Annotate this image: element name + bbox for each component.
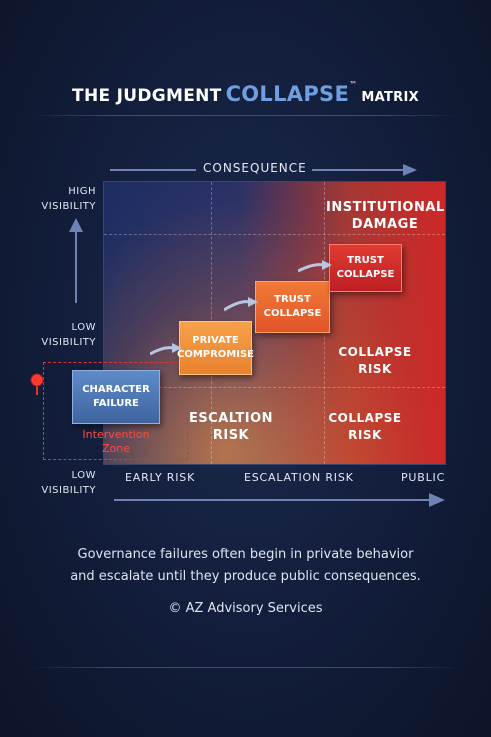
region-institutional-damage-line2: DAMAGE (351, 217, 419, 232)
stage-trust-collapse-2: TRUST COLLAPSE (329, 244, 402, 292)
progression-arrow-icon (150, 343, 182, 356)
x-label-public: PUBLIC (401, 471, 446, 484)
consequence-arrow-head-icon (403, 164, 417, 176)
copyright-notice: © AZ Advisory Services (168, 601, 323, 616)
stage-character-failure-line2: FAILURE (93, 398, 139, 409)
title-part-3: MATRIX (361, 90, 419, 105)
region-collapse-risk-mid-line2: RISK (358, 362, 392, 376)
region-collapse-risk-bottom-line2: RISK (348, 428, 382, 442)
y-label-low-line2: VISIBILITY (41, 485, 96, 496)
stage-character-failure: CHARACTER FAILURE (72, 370, 160, 424)
progression-arrow-icon (298, 260, 332, 273)
stage-trust-collapse-1-line2: COLLAPSE (263, 308, 322, 319)
x-label-escalation-risk: ESCALATION RISK (244, 471, 354, 484)
region-institutional-damage: INSTITUTIONAL DAMAGE (326, 199, 444, 233)
y-label-high-line2: VISIBILITY (41, 201, 96, 212)
title-part-1: THE JUDGMENT (72, 86, 222, 106)
consequence-axis-label: CONSEQUENCE (203, 161, 307, 175)
description-line-1: Governance failures often begin in priva… (77, 547, 414, 562)
region-escalation-risk: ESCALTION RISK (186, 410, 276, 444)
region-institutional-damage-line1: INSTITUTIONAL (326, 200, 445, 215)
consequence-arrow-line-right (312, 169, 406, 171)
intervention-zone-line1: Intervention (82, 428, 150, 441)
intervention-zone (43, 362, 188, 460)
y-label-mid-line2: VISIBILITY (41, 337, 96, 348)
y-label-low-line1: LOW (71, 470, 96, 481)
intervention-zone-label: Intervention Zone (68, 428, 164, 456)
x-label-early-risk: EARLY RISK (125, 471, 196, 484)
matrix-grid (103, 181, 446, 465)
bottom-axis-arrow-line (114, 499, 432, 501)
stage-trust-collapse-2-line1: TRUST (347, 255, 384, 266)
y-label-low-visibility: LOW VISIBILITY (30, 468, 96, 498)
title-divider (30, 115, 461, 116)
region-escalation-risk-line1: ESCALTION (188, 411, 274, 426)
stage-character-failure-line1: CHARACTER (82, 384, 150, 395)
grid-line (104, 387, 445, 388)
footer-divider (30, 667, 461, 668)
consequence-arrow-line-left (110, 169, 196, 171)
region-escalation-risk-line2: RISK (212, 428, 250, 443)
region-collapse-risk-bottom-line1: COLLAPSE (328, 411, 402, 425)
y-label-mid-visibility: LOW VISIBILITY (30, 320, 96, 350)
progression-arrow-icon (224, 297, 258, 312)
title-part-2: COLLAPSE (225, 82, 350, 106)
region-collapse-risk-bottom: COLLAPSE RISK (320, 410, 410, 444)
grid-line (104, 234, 445, 235)
stage-private-compromise-line2: COMPROMISE (176, 349, 255, 360)
y-label-high-visibility: HIGH VISIBILITY (30, 184, 96, 214)
region-collapse-risk-mid-line1: COLLAPSE (338, 345, 412, 359)
map-pin-icon (30, 373, 44, 395)
stage-private-compromise-line1: PRIVATE (192, 335, 239, 346)
description-line-2: and escalate until they produce public c… (70, 569, 421, 584)
stage-trust-collapse-1-line1: TRUST (274, 294, 311, 305)
stage-trust-collapse-1: TRUST COLLAPSE (255, 281, 330, 333)
region-collapse-risk-mid: COLLAPSE RISK (330, 344, 420, 378)
visibility-axis-line (75, 228, 77, 303)
y-label-high-line1: HIGH (68, 186, 96, 197)
trademark-symbol: ™ (349, 80, 358, 89)
stage-private-compromise: PRIVATE COMPROMISE (176, 321, 255, 375)
y-label-mid-line1: LOW (71, 322, 96, 333)
intervention-zone-line2: Zone (101, 442, 130, 455)
visibility-arrow-head-icon (69, 218, 83, 232)
bottom-axis-arrow-head-icon (429, 493, 445, 507)
stage-trust-collapse-2-line2: COLLAPSE (336, 269, 395, 280)
